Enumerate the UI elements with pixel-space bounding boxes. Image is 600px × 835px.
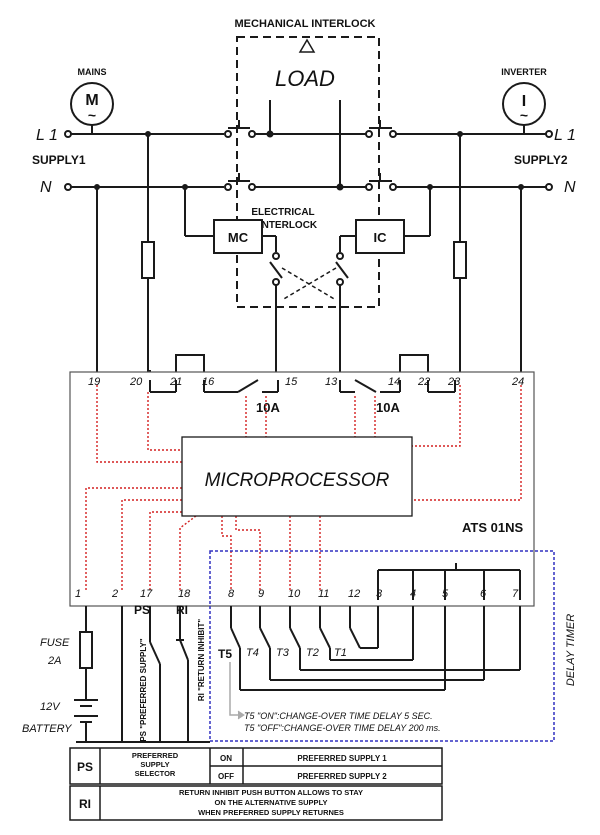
svg-text:~: ~ [520, 107, 528, 123]
model-label: ATS 01NS [462, 520, 523, 535]
terminal-bottom-17: 17 [140, 588, 153, 600]
l1-left-label: L 1 [36, 127, 58, 144]
svg-text:~: ~ [88, 107, 96, 123]
n-left-label: N [40, 179, 52, 196]
t2-label: T2 [306, 647, 319, 659]
terminal-bottom-12: 12 [348, 588, 360, 600]
terminal-bottom-1: 1 [75, 588, 81, 600]
t3-label: T3 [276, 647, 290, 659]
delay-timer-box [209, 550, 555, 742]
table-ri-desc-3: WHEN PREFERRED SUPPLY RETURNES [198, 808, 344, 817]
terminal-top-16: 16 [202, 376, 215, 388]
ic-label: IC [374, 230, 388, 245]
terminal-bottom-9: 9 [258, 588, 264, 600]
l1-right-label: L 1 [554, 127, 576, 144]
microprocessor-block [181, 436, 413, 517]
t4-label: T4 [246, 647, 259, 659]
terminal-bottom-11: 11 [318, 588, 329, 600]
svg-text:M: M [85, 92, 98, 109]
table-ri-desc-2: ON THE ALTERNATIVE SUPPLY [215, 798, 328, 807]
ps-label: PS [134, 603, 150, 617]
terminal-top-20: 20 [129, 376, 143, 388]
inverter-source-icon: I ~ [502, 82, 546, 126]
timer-wiring [230, 563, 521, 691]
delay-timer-label: DELAY TIMER [565, 614, 577, 686]
table-ps-desc-1: PREFERRED [132, 751, 179, 760]
table-ps-off-value: PREFERRED SUPPLY 2 [297, 772, 387, 781]
internal-relays [149, 379, 456, 393]
terminal-bottom-2: 2 [111, 588, 118, 600]
terminal-top-15: 15 [285, 376, 298, 388]
terminal-top-21: 21 [169, 376, 182, 388]
t5-note-arrow [229, 662, 240, 716]
terminal-bottom-18: 18 [178, 588, 191, 600]
t5-on-note: T5 "ON":CHANGE-OVER TIME DELAY 5 SEC. [244, 711, 433, 721]
ic-contactor-coil [355, 219, 405, 254]
load-label: LOAD [275, 66, 335, 91]
battery-circuit [74, 606, 210, 743]
t5-label: T5 [218, 647, 232, 661]
supply1-label: SUPPLY1 [32, 153, 86, 167]
mains-generator-icon: M ~ [70, 82, 114, 126]
t5-off-note: T5 "OFF":CHANGE-OVER TIME DELAY 200 ms. [244, 723, 441, 733]
terminal-top-23: 23 [447, 376, 461, 388]
battery-label: BATTERY [22, 723, 72, 735]
terminal-top-19: 19 [88, 376, 100, 388]
table-on: ON [220, 754, 232, 763]
electrical-interlock-label-2: INTERLOCK [259, 220, 318, 231]
svg-text:I: I [522, 93, 526, 110]
mc-label: MC [228, 230, 249, 245]
table-off: OFF [218, 772, 234, 781]
ri-label: RI [176, 603, 188, 617]
terminal-bottom-7: 7 [512, 588, 519, 600]
relay-rating-left: 10A [256, 400, 280, 415]
ri-vertical-label: RI "RETURN INHIBIT" [197, 619, 206, 701]
load-triangle-icon [298, 38, 316, 53]
terminal-bottom-3: 3 [376, 588, 383, 600]
legend-table [69, 747, 443, 821]
terminal-top-14: 14 [388, 376, 400, 388]
terminal-top-22: 22 [417, 376, 430, 388]
inverter-label: INVERTER [501, 67, 547, 77]
fuse-label: FUSE [40, 637, 70, 649]
table-ps-label: PS [77, 760, 93, 774]
terminal-bottom-10: 10 [288, 588, 301, 600]
l1-bus [64, 120, 553, 138]
mechanical-interlock-box [236, 36, 380, 308]
supply2-label: SUPPLY2 [514, 153, 568, 167]
table-ri-desc-1: RETURN INHIBIT PUSH BUTTON ALLOWS TO STA… [179, 788, 363, 797]
table-ri-label: RI [79, 797, 91, 811]
electrical-interlock-label-1: ELECTRICAL [251, 207, 314, 218]
terminal-bottom-8: 8 [228, 588, 235, 600]
terminal-top-13: 13 [325, 376, 338, 388]
t1-label: T1 [334, 647, 347, 659]
terminal-top-24: 24 [511, 376, 524, 388]
table-ps-desc-2: SUPPLY [140, 760, 169, 769]
electrical-interlock-contacts [262, 235, 356, 346]
fuse-rating-label: 2A [47, 655, 61, 667]
table-ps-desc-3: SELECTOR [135, 769, 176, 778]
table-ps-on-value: PREFERRED SUPPLY 1 [297, 754, 387, 763]
mechanical-interlock-title: MECHANICAL INTERLOCK [235, 18, 376, 30]
microprocessor-label: MICROPROCESSOR [205, 470, 390, 491]
battery-voltage-label: 12V [40, 701, 61, 713]
mains-label: MAINS [78, 67, 107, 77]
ps-vertical-label: PS "PREFERRED SUPPLY" [139, 638, 148, 742]
n-right-label: N [564, 179, 576, 196]
signal-wiring [85, 385, 522, 590]
relay-rating-right: 10A [376, 400, 400, 415]
neutral-bus [64, 173, 553, 191]
